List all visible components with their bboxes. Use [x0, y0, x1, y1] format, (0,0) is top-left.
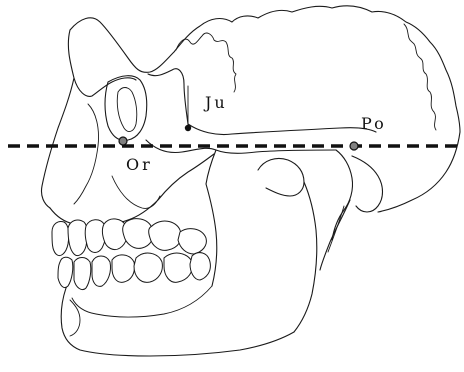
squamosal-suture — [404, 24, 436, 130]
jugale-label: Ju — [203, 93, 228, 112]
frontal-nasal-outline — [68, 30, 136, 96]
upper-teeth — [52, 219, 206, 256]
nasal-bone — [41, 78, 74, 208]
orbitale-point — [119, 137, 127, 145]
cranium-outline — [70, 6, 460, 132]
zygomatic-frontal-process — [148, 69, 188, 124]
mental-region — [70, 300, 80, 336]
mastoid-process — [352, 156, 383, 212]
ramus-posterior — [294, 182, 317, 332]
mandibular-condyle — [258, 158, 304, 196]
nasal-aperture — [74, 104, 99, 204]
orbit-inner — [117, 88, 137, 132]
coronal-suture — [176, 33, 236, 92]
orbitale-label: Or — [126, 155, 153, 174]
porion-label: Po — [361, 114, 387, 133]
styloid-inner — [328, 206, 344, 252]
occipital-lower — [378, 132, 460, 212]
jugale-point — [185, 125, 191, 131]
styloid-process — [320, 200, 350, 270]
mandible-inner — [72, 286, 212, 317]
lower-teeth — [58, 253, 210, 290]
temporal-region — [332, 150, 353, 240]
maxillary-sinus — [112, 176, 160, 208]
coronoid-process — [206, 150, 216, 184]
porion-point — [350, 142, 358, 150]
zygomatic-arch — [188, 124, 376, 135]
